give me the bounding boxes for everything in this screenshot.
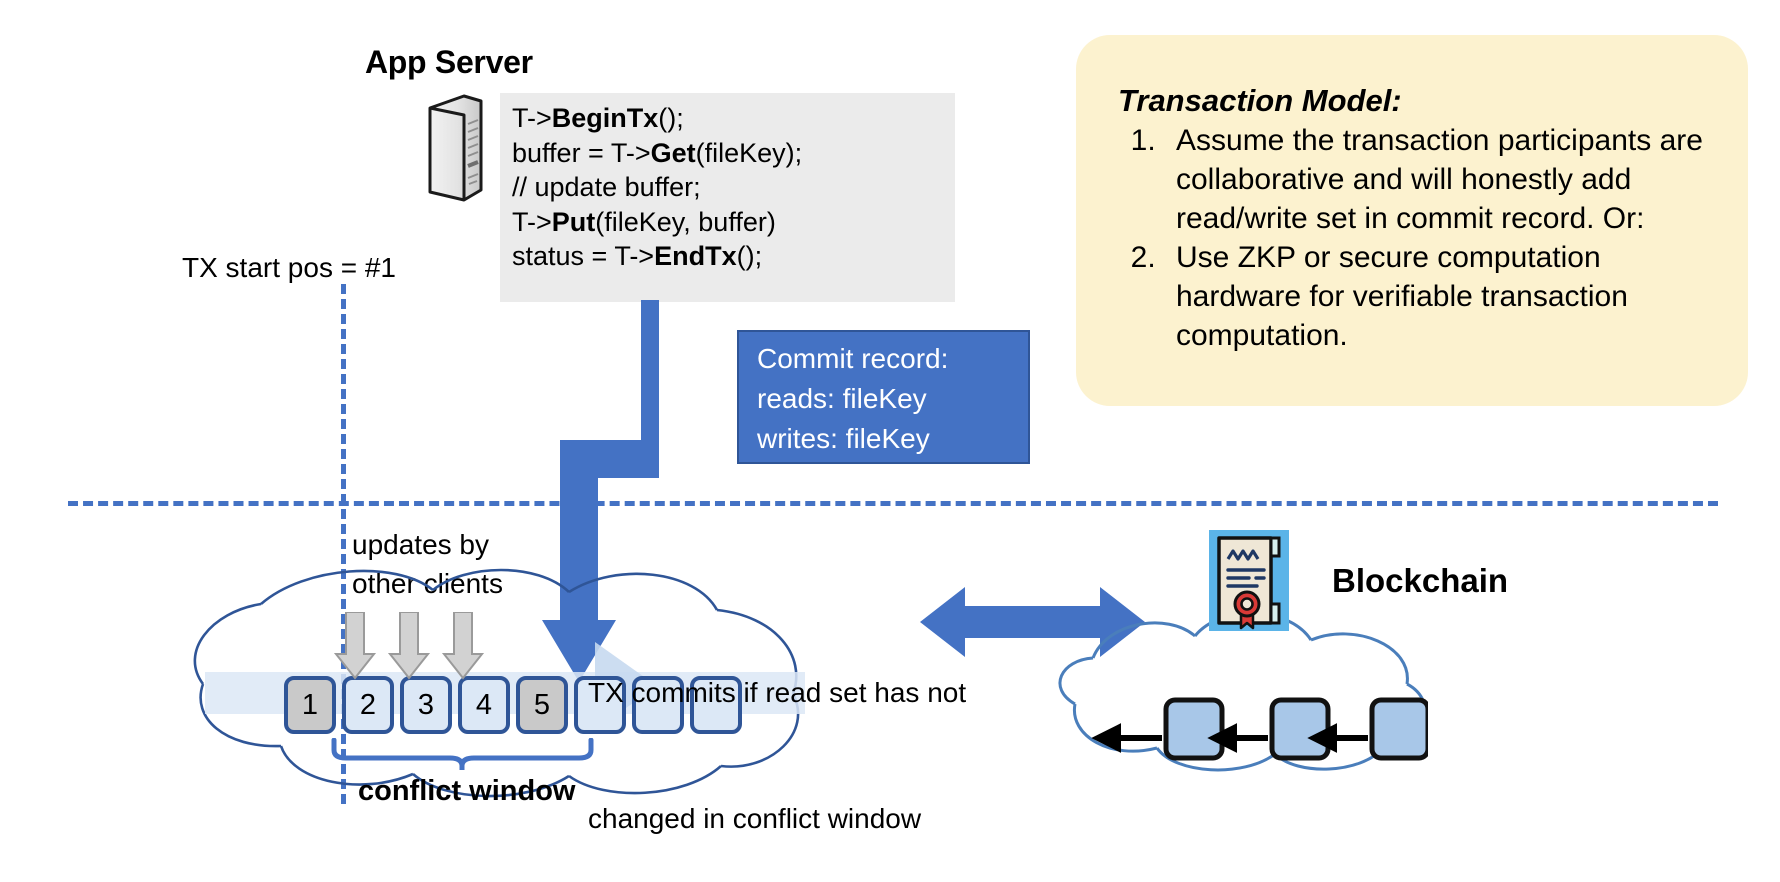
log-block[interactable]: 3	[400, 676, 452, 734]
commit-record-line: Commit record:	[757, 343, 949, 374]
log-block[interactable]: 2	[342, 676, 394, 734]
updates-label-line: updates by	[352, 529, 489, 560]
log-block-row: 1 2 3 4 5	[284, 676, 742, 734]
log-block[interactable]: 5	[516, 676, 568, 734]
log-block[interactable]: 4	[458, 676, 510, 734]
tx-start-pos-label: TX start pos = #1	[182, 252, 396, 283]
commit-record-line: writes: fileKey	[757, 423, 930, 454]
log-block[interactable]	[690, 676, 742, 734]
commit-record-line: reads: fileKey	[757, 383, 927, 414]
conflict-window-label: conflict window	[358, 775, 576, 807]
commit-record-box: Commit record: reads: fileKey writes: fi…	[737, 330, 1030, 464]
log-block[interactable]	[574, 676, 626, 734]
code-line: buffer = T->Get(fileKey);	[512, 137, 803, 168]
conflict-window-brace	[330, 737, 595, 772]
code-line: // update buffer;	[512, 172, 701, 202]
transaction-model-title: Transaction Model:	[1118, 83, 1402, 118]
tx-start-dashed-line	[341, 284, 346, 804]
commit-flow-arrow	[540, 300, 660, 700]
transaction-model-panel: Transaction Model: Assume the transactio…	[1076, 35, 1748, 406]
tx-commit-note-line: TX commits if read set has not	[588, 677, 967, 708]
updates-by-other-clients-label: updates by other clients	[352, 525, 503, 603]
log-blockchain-sync-arrow	[920, 585, 1145, 660]
other-client-update-arrows	[300, 611, 600, 682]
code-line: status = T->EndTx();	[512, 241, 763, 271]
transaction-model-item: Assume the transaction participants are …	[1164, 121, 1722, 238]
server-tower-icon	[424, 92, 486, 204]
log-block[interactable]	[632, 676, 684, 734]
client-server-separator	[68, 501, 1718, 506]
log-block[interactable]: 1	[284, 676, 336, 734]
transaction-model-item: Use ZKP or secure computation hardware f…	[1164, 238, 1722, 355]
certificate-seal-icon	[1209, 530, 1289, 631]
code-snippet-block: T->BeginTx(); buffer = T->Get(fileKey); …	[500, 93, 955, 302]
blockchain-block-chain	[1088, 692, 1431, 767]
blockchain-label: Blockchain	[1332, 562, 1509, 599]
code-line: T->Put(fileKey, buffer)	[512, 206, 776, 237]
tx-commit-condition-note: TX commits if read set has not changed i…	[588, 588, 966, 882]
code-line: T->BeginTx();	[512, 103, 684, 133]
transaction-model-list: Assume the transaction participants are …	[1118, 121, 1722, 355]
app-server-title: App Server	[365, 44, 533, 80]
tx-commit-note-line: changed in conflict window	[588, 803, 922, 834]
